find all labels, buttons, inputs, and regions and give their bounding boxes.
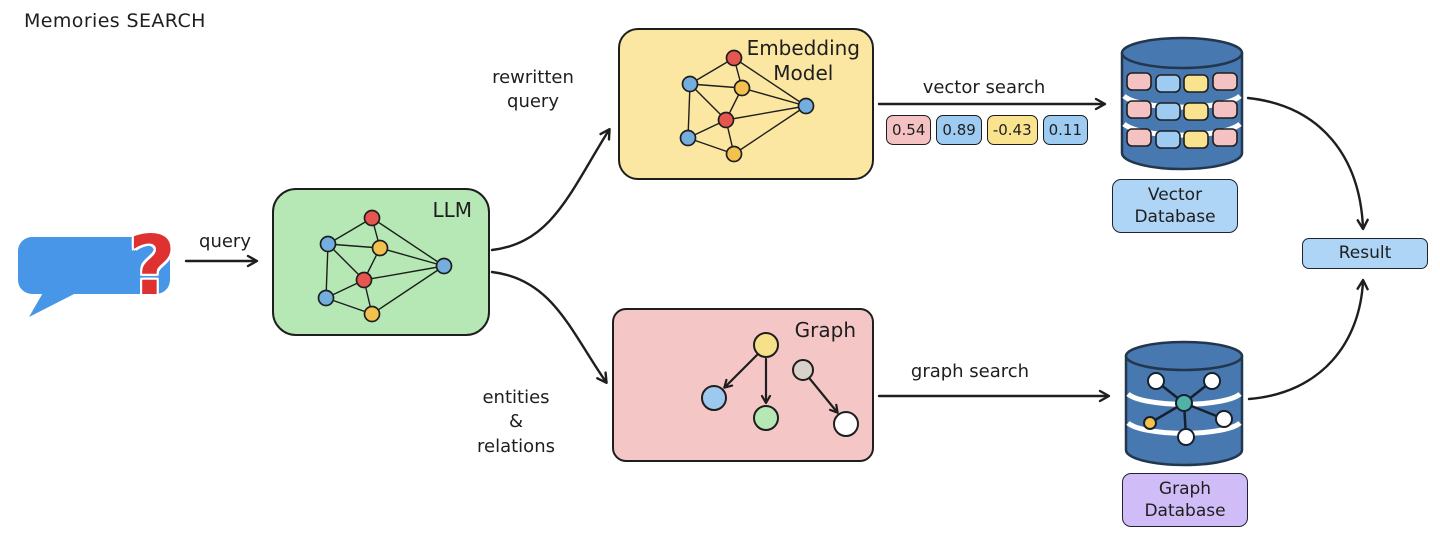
edge-label-query: query xyxy=(199,231,251,252)
diagram-title: Memories SEARCH xyxy=(24,10,206,32)
graph-node: Graph xyxy=(612,308,874,462)
knowledge-graph-icon xyxy=(701,332,859,437)
vector-db-cells xyxy=(1126,72,1238,149)
neural-network-icon xyxy=(679,49,815,163)
arrow-vectordb-to-result xyxy=(1246,96,1369,231)
edge-label-rewritten-query: rewritten query xyxy=(492,67,574,113)
arrow-rewritten-query xyxy=(490,127,611,252)
vector-value-cell: 0.11 xyxy=(1042,115,1089,145)
edge-label-graph-search: graph search xyxy=(910,361,1030,382)
result-node: Result xyxy=(1302,238,1428,269)
arrow-graphdb-to-result xyxy=(1247,278,1369,401)
llm-node: LLM xyxy=(272,188,490,336)
vector-value-cell: 0.89 xyxy=(936,115,982,145)
question-mark-icon: ? xyxy=(128,219,176,314)
vector-value-cell: 0.54 xyxy=(886,115,932,145)
arrow-entities-relations xyxy=(490,270,608,385)
graph-database-label: Graph Database xyxy=(1122,473,1248,528)
embedding-model-label: Embedding Model xyxy=(746,36,860,85)
graph-db-nodes xyxy=(1143,372,1233,446)
graph-database-icon xyxy=(1124,340,1244,467)
vector-database-label: Vector Database xyxy=(1112,179,1238,234)
edge-label-entities-relations: entities & relations xyxy=(477,387,555,457)
embedding-model-node: Embedding Model xyxy=(618,28,874,180)
chat-bubble-icon xyxy=(18,237,170,317)
vector-values: 0.54 0.89 -0.43 0.11 xyxy=(886,115,1089,145)
edge-label-vector-search: vector search xyxy=(922,77,1046,98)
vector-database-icon xyxy=(1120,36,1244,171)
neural-network-icon xyxy=(317,209,453,323)
llm-label: LLM xyxy=(432,198,472,222)
vector-value-cell: -0.43 xyxy=(986,115,1038,145)
graph-label: Graph xyxy=(794,318,856,342)
